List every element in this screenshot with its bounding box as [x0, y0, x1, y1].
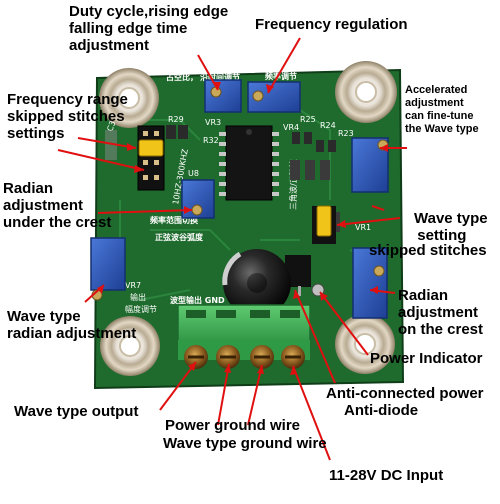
- label-dc-input: 11-28V DC Input: [329, 467, 444, 484]
- label-frequency-range: Frequency range skipped stitches setting…: [7, 91, 128, 142]
- label-radian-under-crest: Radian adjustment under the crest: [3, 180, 111, 231]
- silk-wave-switch: 三角波/正弦波: [288, 159, 298, 210]
- silk-r32: R32: [203, 136, 219, 145]
- label-radian-crest-l2: adjustment: [398, 304, 479, 321]
- smd-components: [105, 125, 340, 232]
- silk-range-switch: 频率范围切换: [150, 215, 199, 225]
- ic-chip: [219, 125, 279, 201]
- label-wave-radian-l2: radian adjustment: [7, 325, 137, 342]
- label-wave-ground: Wave type ground wire: [163, 435, 327, 452]
- label-wave-type-setting: Wave type setting: [402, 210, 488, 244]
- label-power-ground: Power ground wire: [165, 417, 301, 434]
- potentiometer-frequency: [247, 81, 301, 113]
- electrolytic-capacitor: [222, 249, 291, 317]
- label-anti-connected: Anti-connected power: [326, 385, 484, 402]
- potentiometer-duty-cycle: [204, 79, 242, 113]
- terminal-screws: [184, 345, 305, 369]
- silk-c3: C3: [105, 120, 117, 133]
- label-wave-radian-l1: Wave type: [7, 308, 81, 325]
- terminal-block: [177, 304, 311, 360]
- silk-r25: R25: [300, 115, 316, 124]
- silk-u8: U8: [188, 169, 199, 178]
- silk-out: 输出: [130, 292, 146, 302]
- potentiometer-wave-radian: [90, 237, 126, 301]
- jumper-wave-type: [312, 205, 336, 244]
- label-duty-cycle-l3: adjustment: [69, 37, 150, 54]
- label-radian-under-l2: adjustment: [3, 197, 84, 214]
- silk-r23: R23: [338, 129, 354, 138]
- label-accelerated-l1: Accelerated: [405, 84, 468, 96]
- potentiometer-accelerated: [351, 137, 389, 193]
- silk-top-left: 占空比，: [166, 72, 198, 82]
- label-wave-setting-l3: skipped stitches: [369, 242, 487, 259]
- label-radian-under-l1: Radian: [3, 180, 54, 197]
- label-radian-crest-l1: Radian: [398, 287, 449, 304]
- silk-vr1: VR1: [355, 223, 371, 232]
- label-anti-diode: Anti-diode: [344, 402, 419, 419]
- label-radian-crest-l3: on the crest: [398, 321, 484, 338]
- potentiometer-radian-on-crest: [352, 247, 388, 319]
- label-duty-cycle-l2: falling edge time: [69, 20, 188, 37]
- label-accelerated: Accelerated adjustment can fine-tune the…: [405, 84, 479, 136]
- label-wave-output: Wave type output: [14, 403, 139, 420]
- label-accelerated-l4: the Wave type: [405, 123, 479, 135]
- silk-lower-crest: 正弦波谷弧度: [155, 232, 204, 242]
- label-frequency-regulation: Frequency regulation: [255, 16, 408, 33]
- label-duty-cycle-l1: Duty cycle,rising edge: [69, 3, 229, 20]
- label-frequency-range-l1: Frequency range: [7, 91, 128, 108]
- label-duty-cycle: Duty cycle,rising edge falling edge time…: [69, 3, 228, 54]
- label-radian-on-crest: Radian adjustment on the crest: [398, 287, 483, 338]
- silk-top-mid: 沿时间调节: [200, 72, 240, 82]
- jumper-frequency-range: [137, 125, 165, 191]
- label-wave-type-radian: Wave type radian adjustment: [7, 308, 136, 342]
- silk-r29: R29: [168, 115, 184, 124]
- label-accelerated-l3: can fine-tune: [405, 110, 474, 122]
- silk-vr3: VR3: [205, 118, 221, 127]
- label-accelerated-l2: adjustment: [405, 97, 464, 109]
- silk-r24: R24: [320, 121, 336, 130]
- label-power-indicator: Power Indicator: [370, 350, 483, 367]
- label-radian-under-l3: under the crest: [3, 214, 112, 231]
- label-wave-setting-l2: setting: [417, 227, 467, 244]
- label-wave-setting-l1: Wave type: [414, 210, 488, 227]
- silk-amp: 幅度调节: [125, 304, 157, 314]
- silk-output: 波型输出 GND: [170, 295, 225, 305]
- arrow-heads: [97, 82, 388, 375]
- label-frequency-range-l3: settings: [7, 125, 65, 142]
- silk-vr4: VR4: [283, 123, 299, 132]
- label-frequency-range-l2: skipped stitches: [7, 108, 125, 125]
- silk-top-right: 频率调节: [265, 71, 297, 81]
- silk-vr7: VR7: [125, 281, 141, 290]
